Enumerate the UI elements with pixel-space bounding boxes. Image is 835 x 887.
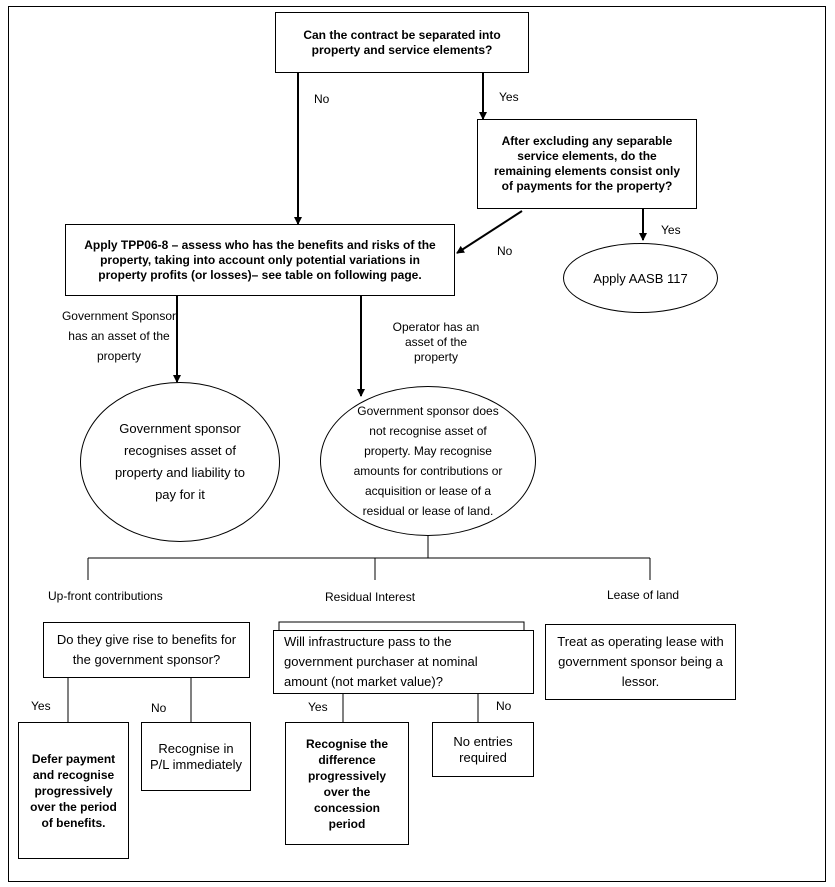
label-no-q1: No (314, 92, 330, 106)
defer-payment-box: Defer payment and recognise progressivel… (18, 722, 129, 859)
label-yes-benefits: Yes (31, 699, 51, 713)
recognise-pl-box: Recognise in P/L immediately (141, 722, 251, 791)
question-separate-box: Can the contract be separated into prope… (275, 12, 529, 73)
arrow-q2-no (456, 210, 523, 254)
no-entries-box: No entries required (432, 722, 534, 777)
question-infrastructure-box: Will infrastructure pass to the governme… (273, 630, 534, 694)
diagram-frame (8, 6, 826, 882)
operating-lease-box: Treat as operating lease with government… (545, 624, 736, 700)
label-yes-q1: Yes (499, 90, 519, 104)
label-residual: Residual Interest (325, 590, 416, 604)
label-yes-q2: Yes (661, 223, 681, 237)
label-no-infra: No (496, 699, 512, 713)
label-op-asset: Operator has an asset of the property (392, 320, 480, 364)
apply-tpp-box: Apply TPP06-8 – assess who has the benef… (65, 224, 455, 296)
label-yes-infra: Yes (308, 700, 328, 714)
question-payments-box: After excluding any separable service el… (477, 119, 697, 209)
question-benefits-box: Do they give rise to benefits for the go… (43, 622, 250, 678)
label-lease-land: Lease of land (607, 588, 680, 602)
label-upfront: Up-front contributions (48, 589, 163, 603)
label-no-benefits: No (151, 701, 167, 715)
gov-not-recognise-ellipse: Government sponsor does not recognise as… (320, 386, 536, 536)
recognise-difference-box: Recognise the difference progressively o… (285, 722, 409, 845)
label-gov-asset: Government Sponsor has an asset of the p… (61, 309, 177, 363)
gov-recognises-ellipse: Government sponsor recognises asset of p… (80, 382, 280, 542)
apply-aasb-ellipse: Apply AASB 117 (563, 243, 718, 313)
label-no-q2: No (497, 244, 513, 258)
